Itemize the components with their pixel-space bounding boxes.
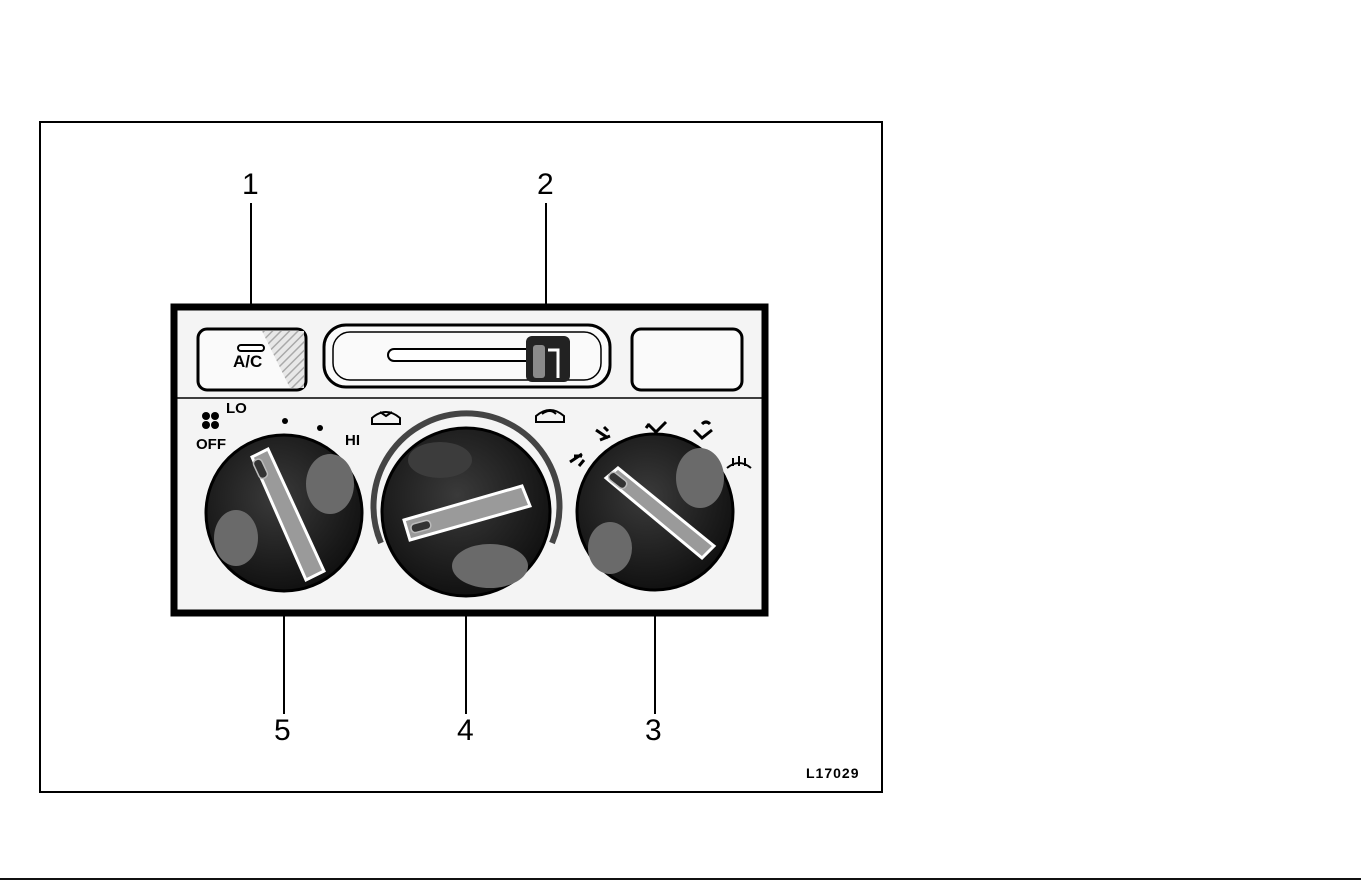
air-intake-slider <box>324 325 610 387</box>
callout-3: 3 <box>645 714 662 748</box>
bottom-edge-rule <box>0 878 1361 880</box>
fan-hi-label: HI <box>345 432 360 449</box>
callout-2: 2 <box>537 168 554 202</box>
ac-button-label: A/C <box>233 352 262 372</box>
callout-1: 1 <box>242 168 259 202</box>
slider-lever <box>526 336 570 382</box>
figure-code: L17029 <box>806 765 859 781</box>
fan-lo-label: LO <box>226 400 247 417</box>
blank-button <box>632 329 742 390</box>
callout-4: 4 <box>457 714 474 748</box>
fan-off-label: OFF <box>196 436 226 453</box>
fan-speed-dot-3 <box>317 425 323 431</box>
fan-speed-knob <box>206 435 362 591</box>
fan-speed-dot-2 <box>282 418 288 424</box>
air-outlet-knob <box>577 434 733 590</box>
ac-indicator-light <box>238 345 264 351</box>
control-panel <box>174 307 765 613</box>
callout-5: 5 <box>274 714 291 748</box>
